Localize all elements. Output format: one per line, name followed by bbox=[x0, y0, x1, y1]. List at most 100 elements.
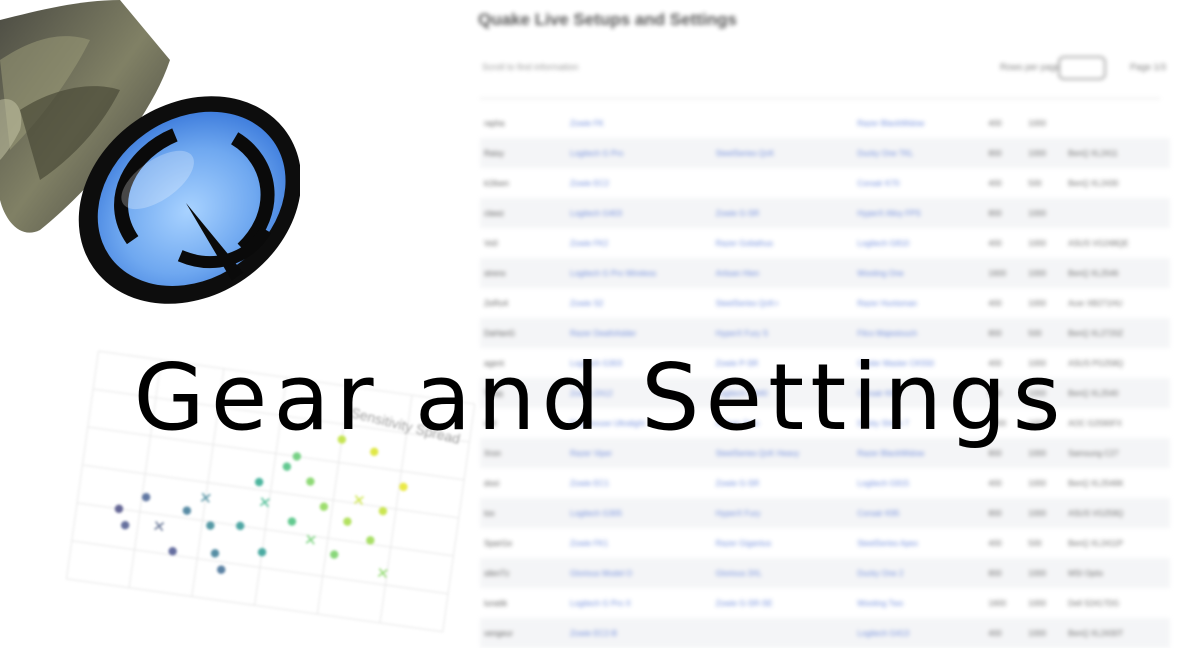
polling-rate-cell: 1000 bbox=[1028, 598, 1047, 608]
keyboard-link[interactable]: HyperX Alloy FPS bbox=[853, 198, 985, 228]
keyboard-link[interactable]: Wooting One bbox=[853, 258, 985, 288]
scatter-point-cross bbox=[377, 568, 388, 579]
player-cell: Raisy bbox=[480, 138, 566, 168]
mouse-link[interactable]: Logitech G403 bbox=[566, 198, 712, 228]
mouse-link[interactable]: Logitech G Pro Wireless bbox=[566, 258, 712, 288]
keyboard-link[interactable]: Corsair K65 bbox=[853, 378, 985, 408]
keyboard-link[interactable]: Ducky One 2 bbox=[853, 558, 985, 588]
mouse-link[interactable]: Finalmouse Ultralight bbox=[570, 418, 646, 428]
mouse-link[interactable]: Logitech G305 bbox=[566, 498, 712, 528]
mouse-link[interactable]: Glorious Model O bbox=[566, 558, 712, 588]
mouse-link[interactable]: Zowie EC1 bbox=[570, 478, 610, 488]
mouse-link[interactable]: Zowie EC2-B bbox=[566, 618, 712, 648]
mousepad-link[interactable]: Artisan Zero bbox=[715, 418, 760, 428]
player-cell: vengeur bbox=[480, 618, 566, 648]
scatter-point bbox=[182, 506, 192, 515]
monitor-cell: BenQ XL2540 bbox=[1064, 378, 1170, 408]
keyboard-link[interactable]: Razer Huntsman bbox=[857, 298, 918, 308]
keyboard-link[interactable]: Corsair K95 bbox=[853, 498, 985, 528]
mousepad-link[interactable]: Zowie G-SR bbox=[715, 478, 760, 488]
scatter-point bbox=[114, 504, 124, 514]
mouse-link[interactable]: Logitech G Pro X bbox=[570, 598, 631, 608]
mouse-link[interactable]: Logitech G Pro bbox=[566, 138, 712, 168]
chart-grid bbox=[65, 350, 476, 633]
scatter-point bbox=[287, 517, 297, 526]
rows-per-page-select[interactable] bbox=[1058, 56, 1106, 80]
mousepad-link[interactable]: SteelSeries QcK Heavy bbox=[711, 438, 854, 468]
keyboard-link[interactable]: Razer BlackWidow bbox=[857, 118, 925, 128]
mouse-link[interactable]: Zowie ZA12 bbox=[566, 378, 712, 408]
mouse-link[interactable]: Zowie EC2 bbox=[570, 178, 610, 188]
mousepad-link[interactable]: SteelSeries QcK bbox=[711, 138, 854, 168]
scatter-point-cross bbox=[259, 497, 270, 508]
scatter-point bbox=[370, 447, 379, 457]
mousepad-link[interactable]: HyperX Fury S bbox=[711, 318, 854, 348]
keyboard-link[interactable]: Logitech G915 bbox=[857, 478, 910, 488]
mousepad-link[interactable] bbox=[711, 618, 854, 648]
mousepad-link[interactable]: Logitech G640 bbox=[711, 378, 854, 408]
monitor-cell: Acer XB271HU bbox=[1068, 298, 1123, 308]
player-cell: lunatik bbox=[484, 598, 508, 608]
player-cell: k1llsen bbox=[484, 178, 509, 188]
mouse-link[interactable]: Logitech G303 bbox=[570, 358, 623, 368]
dpi-cell: 400 bbox=[988, 118, 1002, 128]
chart-points bbox=[114, 435, 408, 579]
grid-line bbox=[379, 395, 413, 624]
headline: Gear and Settings bbox=[133, 344, 1067, 451]
player-cell: strenx bbox=[480, 258, 566, 288]
scatter-point bbox=[399, 482, 408, 492]
mouse-link[interactable]: Razer DeathAdder bbox=[566, 318, 712, 348]
scatter-point bbox=[306, 477, 315, 486]
mouse-link[interactable]: Razer Viper bbox=[566, 438, 712, 468]
mousepad-link[interactable]: Razer Goliathus bbox=[715, 238, 774, 248]
scatter-point bbox=[292, 452, 302, 461]
keyboard-link[interactable]: SteelSeries Apex bbox=[857, 538, 919, 548]
monitor-cell bbox=[1064, 198, 1170, 228]
keyboard-link[interactable]: Filco Majestouch bbox=[853, 318, 985, 348]
keyboard-link[interactable]: Ducky Shine 7 bbox=[857, 418, 909, 428]
keyboard-link[interactable]: Logitech G413 bbox=[853, 618, 985, 648]
dpi-cell: 400 bbox=[988, 358, 1002, 368]
mousepad-link[interactable]: Artisan Hien bbox=[711, 258, 854, 288]
grid-line bbox=[316, 386, 350, 615]
player-cell: evil bbox=[484, 418, 497, 428]
dpi-cell: 800 bbox=[984, 558, 1025, 588]
dpi-cell: 800 bbox=[984, 198, 1025, 228]
keyboard-link[interactable]: Ducky One TKL bbox=[853, 138, 985, 168]
mouse-link[interactable]: Zowie FK1 bbox=[570, 538, 609, 548]
mousepad-link[interactable]: SteelSeries QcK+ bbox=[715, 298, 780, 308]
scatter-point bbox=[141, 492, 151, 502]
grid-line bbox=[442, 403, 476, 632]
keyboard-link[interactable]: Corsair K70 bbox=[857, 178, 900, 188]
mousepad-link[interactable] bbox=[712, 168, 854, 198]
keyboard-link[interactable]: Razer BlackWidow bbox=[853, 438, 985, 468]
polling-rate-cell: 1000 bbox=[1028, 418, 1047, 428]
mousepad-link[interactable]: HyperX Fury bbox=[711, 498, 854, 528]
monitor-cell: BenQ XL2546 bbox=[1064, 258, 1170, 288]
keyboard-link[interactable]: Logitech G810 bbox=[857, 238, 910, 248]
scatter-point bbox=[210, 549, 220, 558]
keyboard-link[interactable]: Wooting Two bbox=[857, 598, 904, 608]
mousepad-link[interactable]: Razer Gigantus bbox=[715, 538, 772, 548]
monitor-cell: BenQ XL2720Z bbox=[1064, 318, 1170, 348]
mousepad-link[interactable]: Zowie P-SR bbox=[715, 358, 759, 368]
dpi-cell: 400 bbox=[988, 298, 1002, 308]
scatter-point-cross bbox=[305, 534, 316, 545]
polling-rate-cell: 1000 bbox=[1028, 238, 1047, 248]
mouse-link[interactable]: Zowie S2 bbox=[570, 298, 604, 308]
mousepad-link[interactable]: Zowie G-SR-SE bbox=[715, 598, 773, 608]
player-cell: silenTz bbox=[480, 558, 566, 588]
mouse-link[interactable]: Zowie FK2 bbox=[570, 238, 609, 248]
keyboard-link[interactable]: Cooler Master CK550 bbox=[857, 358, 935, 368]
mousepad-link[interactable] bbox=[712, 108, 854, 138]
mousepad-link[interactable]: Glorious 3XL bbox=[711, 558, 854, 588]
mouse-link[interactable]: Zowie FK bbox=[570, 118, 604, 128]
scatter-point-cross bbox=[353, 494, 364, 505]
mousepad-link[interactable]: Zowie G-SR bbox=[711, 198, 854, 228]
pager-label[interactable]: Page 1/3 bbox=[1130, 62, 1167, 72]
polling-rate-cell: 1000 bbox=[1024, 618, 1065, 648]
background-page-subtitle: Scroll to find information bbox=[482, 62, 579, 72]
